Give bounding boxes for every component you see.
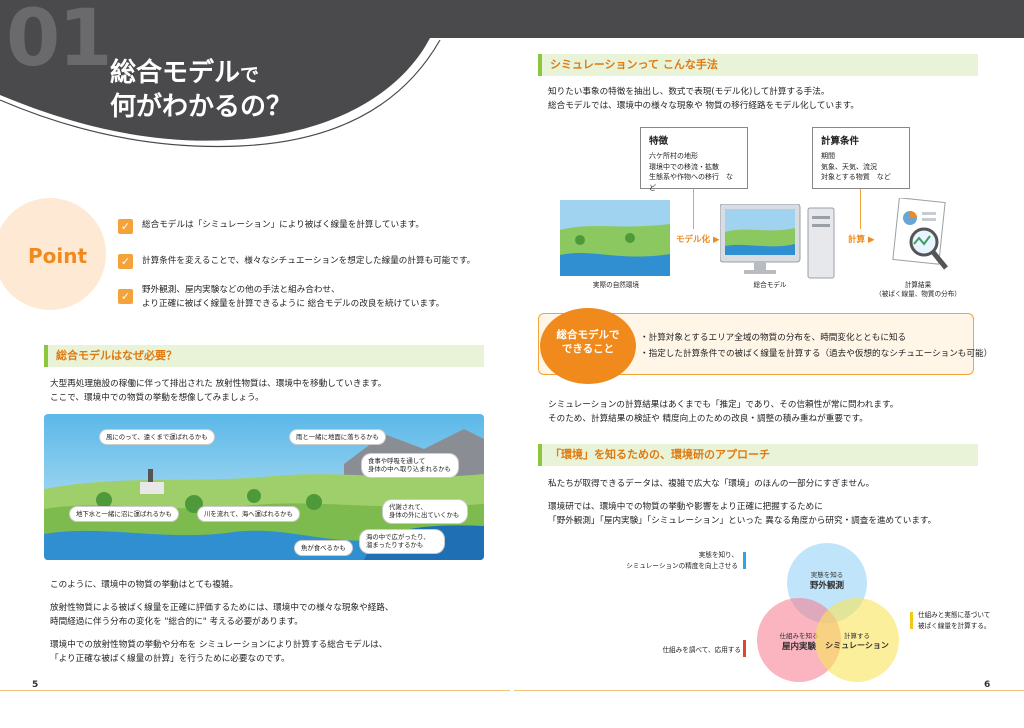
bubble-fish: 魚が食べるかも xyxy=(295,541,352,556)
section2-intro-1: 知りたい事象の特徴を抽出し、数式で表現(モデル化)して計算する手法。 xyxy=(548,87,830,97)
computer-image xyxy=(720,204,835,279)
page-title-line2: 何がわかるの？ xyxy=(110,92,293,122)
title-swoosh xyxy=(0,0,470,148)
condition-box: 計算条件 期間 気象、天気、流況 対象とする物質 など xyxy=(812,127,910,189)
section1-body-3: 時間経過に伴う分布の変化を "総合的に" 考える必要があります。 xyxy=(50,617,303,627)
calc-arrow-label: 計算 ▶ xyxy=(848,235,875,245)
caption-result: 計算結果（被ばく線量、物質の分布） xyxy=(875,281,961,298)
venn-note-field: 実態を知り、シミュレーションの精度を向上させる xyxy=(626,551,738,570)
venn-bar-yellow xyxy=(910,612,913,629)
section2-body-1: シミュレーションの計算結果はあくまでも「推定」であり、その信頼性が常に問われます… xyxy=(548,400,899,410)
section3-body-1: 私たちが取得できるデータは、複雑で広大な「環境」のほんの一部分にすぎません。 xyxy=(548,479,875,489)
bubble-rain: 雨と一緒に地面に落ちるかも xyxy=(290,430,386,445)
section1-body-2: 放射性物質による被ばく線量を正確に評価するためには、環境中での様々な現象や経路、 xyxy=(50,603,394,613)
venn-note-lab: 仕組みを調べて、応用する xyxy=(662,646,741,654)
condition-line: 期間 xyxy=(821,152,835,160)
point-circle xyxy=(0,198,106,310)
section1-intro-1: 大型再処理施設の稼働に伴って排出された 放射性物質は、環境中を移動していきます。 xyxy=(50,379,387,389)
feature-box: 特徴 六ケ所村の地形 環境中での移流・拡散 生態系や作物への移行 など xyxy=(640,127,748,192)
footer-line-left xyxy=(0,690,510,691)
venn-simulation: 計算するシミュレーション xyxy=(815,598,899,682)
bubble-sea: 海の中で広がったり、溜まったりするかも xyxy=(360,530,444,553)
section1-intro-2: ここで、環境中での物質の挙動を想像してみましょう。 xyxy=(50,393,264,403)
section-heading-simulation: シミュレーションって こんな手法 xyxy=(538,54,978,76)
section2-intro-2: 総合モデルでは、環境中の様々な現象や 物質の移行経路をモデル化しています。 xyxy=(548,101,859,111)
section3-body-3: 「野外観測」「屋内実験」「シミュレーション」といった 異なる角度から研究・調査を… xyxy=(548,516,937,526)
bubble-excretion: 代謝されて、身体の外に出ていくかも xyxy=(383,500,467,523)
check-icon: ✓ xyxy=(118,289,133,304)
ability-item-2: ・指定した計算条件での被ばく線量を計算する（過去や仮想的なシチュエーションも可能… xyxy=(640,349,993,359)
bubble-intake: 食事や呼吸を通して身体の中へ取り込まれるかも xyxy=(362,454,458,477)
result-document-image xyxy=(892,198,948,270)
venn-bar-blue xyxy=(743,552,746,569)
section1-body-1: このように、環境中の物質の挙動はとても複雑。 xyxy=(50,580,239,590)
point-label: Point xyxy=(28,244,88,268)
real-environment-image xyxy=(560,200,670,276)
point-text-1: 総合モデルは「シミュレーション」により被ばく線量を計算しています。 xyxy=(142,220,424,230)
model-arrow-label: モデル化 ▶ xyxy=(676,235,720,245)
check-icon: ✓ xyxy=(118,219,133,234)
bubble-river: 川を流れて、海へ運ばれるかも xyxy=(198,507,299,522)
condition-box-title: 計算条件 xyxy=(821,136,860,147)
page-title-line1: 総合モデルで xyxy=(110,58,260,88)
section1-body-5: 「より正確な被ばく線量の計算」を行うために必要なのです。 xyxy=(50,654,290,664)
section3-body-2: 環境研では、環境中での物質の挙動や影響をより正確に把握するために xyxy=(548,502,823,512)
connector-line xyxy=(693,189,694,229)
caption-real-env: 実際の自然環境 xyxy=(592,281,640,289)
condition-line: 対象とする物質 など xyxy=(821,173,891,181)
point-text-3a: 野外観測、屋内実験などの他の手法と組み合わせ、 xyxy=(142,285,340,295)
connector-line xyxy=(860,189,861,229)
caption-model: 総合モデル xyxy=(753,281,787,289)
page-number-right: 6 xyxy=(984,680,991,690)
feature-line: 環境中での移流・拡散 xyxy=(649,162,719,171)
point-text-3b: より正確に被ばく線量を計算できるように 総合モデルの改良を続けています。 xyxy=(142,299,445,309)
section2-body-2: そのため、計算結果の検証や 精度向上のための改良・調整の積み重ねが重要です。 xyxy=(548,414,868,424)
feature-line: 六ケ所村の地形 xyxy=(649,152,698,160)
page-number-left: 5 xyxy=(32,680,39,690)
section-heading-approach: 「環境」を知るための、環境研のアプローチ xyxy=(538,444,978,466)
footer-line-right xyxy=(514,690,1024,691)
chapter-number: 01 xyxy=(6,0,113,84)
bubble-wind: 風にのって、遠くまで運ばれるかも xyxy=(100,430,214,445)
section1-body-4: 環境中での放射性物質の挙動や分布を シミュレーションにより計算する総合モデルは、 xyxy=(50,640,388,650)
bubble-groundwater: 地下水と一緒に沼に運ばれるかも xyxy=(70,507,178,522)
check-icon: ✓ xyxy=(118,254,133,269)
feature-line: 生態系や作物への移行 など xyxy=(649,173,733,192)
ability-item-1: ・計算対象とするエリア全域の物質の分布を、時間変化とともに知る xyxy=(640,333,907,343)
condition-line: 気象、天気、流況 xyxy=(821,162,877,171)
ability-circle: 総合モデルでできること xyxy=(540,308,636,384)
venn-bar-red xyxy=(743,640,746,657)
venn-note-sim: 仕組みと実態に基づいて被ばく線量を計算する。 xyxy=(918,611,991,630)
section-heading-why: 総合モデルはなぜ必要？ xyxy=(44,345,484,367)
point-text-2: 計算条件を変えることで、様々なシチュエーションを想定した線量の計算も可能です。 xyxy=(142,256,476,266)
feature-box-title: 特徴 xyxy=(649,136,669,147)
